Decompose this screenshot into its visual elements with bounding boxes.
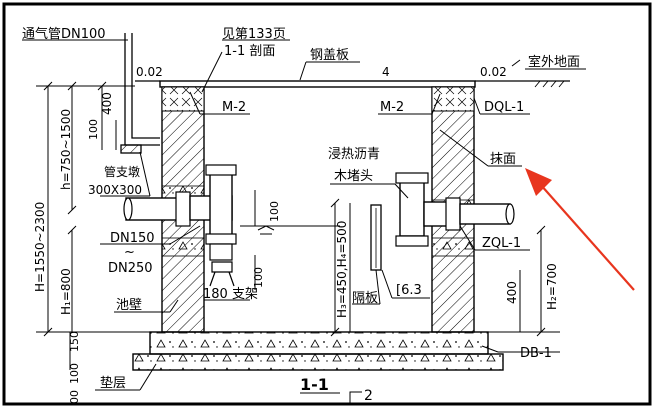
steel-cover-plate <box>159 80 476 88</box>
dql1-label: DQL-1 <box>484 100 524 115</box>
vent-pipe-label: 通气管DN100 <box>22 26 106 42</box>
partition-board <box>370 204 382 271</box>
dim-100-mid: 100 <box>268 201 281 222</box>
leader-lines <box>22 39 586 404</box>
m2-left-label: M-2 <box>222 100 246 115</box>
pipe-pier-label: 管支墩 <box>104 164 140 179</box>
dim-400-right: 400 <box>505 281 519 304</box>
pier-size-label: 300X300 <box>88 183 142 197</box>
tilde-label: ~ <box>124 245 135 260</box>
db1-label: DB-1 <box>520 346 552 361</box>
dim-H2: H₂=700 <box>545 263 559 310</box>
dim-H-total: H=1550~2300 <box>33 202 47 292</box>
section-mark: 2 <box>364 388 373 404</box>
dim-400-top: 400 <box>100 92 114 115</box>
dimension-lines <box>36 81 560 370</box>
slope-right-dim: 0.02 <box>480 65 507 79</box>
red-arrow <box>525 168 635 291</box>
asphalt-label-2: 木堵头 <box>334 169 373 184</box>
dim-H1: H₁=800 <box>59 268 73 315</box>
four-dim: 4 <box>382 65 390 79</box>
see-page-label: 见第133页 <box>222 27 286 42</box>
text-labels: 通气管DN100 见第133页 1-1 剖面 钢盖板 室外地面 0.02 0.0… <box>22 26 580 404</box>
support-bracket <box>209 261 235 287</box>
dim-00: 00 <box>68 390 81 404</box>
dim-H3H4: H₃=450,H₄=500 <box>335 221 349 318</box>
outlet-pipe <box>395 172 515 247</box>
dim-100-top: 100 <box>87 119 100 140</box>
vent-pipe <box>120 33 160 154</box>
dn150-label: DN150 <box>110 231 155 246</box>
ground-lines <box>135 59 570 88</box>
bottom-slab <box>132 331 504 371</box>
support-180-label: 180 <box>203 287 228 302</box>
slope-left-dim: 0.02 <box>136 65 163 79</box>
dim-100-low: 100 <box>252 267 265 288</box>
dim-100-bottom: 100 <box>68 363 81 384</box>
section-title: 1-1 <box>300 375 329 394</box>
support-label: 支架 <box>232 287 258 302</box>
m2-right-label: M-2 <box>380 100 404 115</box>
cushion-label: 垫层 <box>100 375 126 391</box>
water-level <box>240 225 340 235</box>
plaster-label: 抹面 <box>490 152 516 167</box>
zql1-label: ZQL-1 <box>482 236 521 251</box>
asphalt-label-1: 浸热沥青 <box>328 147 380 162</box>
section-ref-label: 1-1 剖面 <box>224 44 275 59</box>
inlet-pipe <box>123 164 237 261</box>
dn250-label: DN250 <box>108 261 153 276</box>
dim-150: 150 <box>68 331 81 352</box>
outdoor-ground-label: 室外地面 <box>528 54 580 70</box>
steel-cover-label: 钢盖板 <box>310 48 349 63</box>
dim-h-range: h=750~1500 <box>59 109 73 190</box>
steel-63-label: [6.3 <box>396 283 422 298</box>
partition-label: 隔板 <box>352 291 378 306</box>
pool-wall-label: 池壁 <box>116 298 142 313</box>
